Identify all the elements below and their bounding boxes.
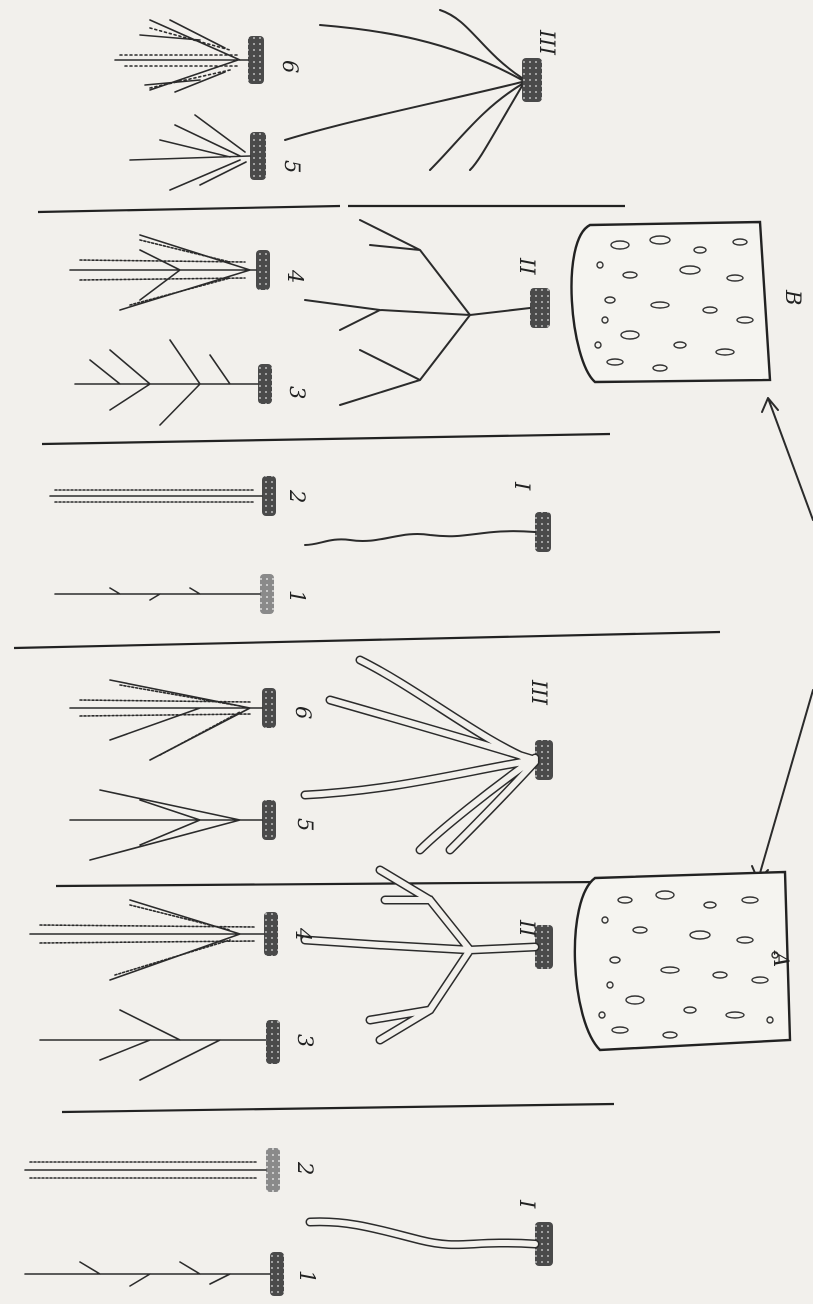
- label-A: A: [769, 950, 793, 967]
- label-II-left: II: [515, 919, 539, 937]
- plant-4-left: [30, 900, 278, 980]
- label-4-right: 4: [283, 269, 307, 283]
- plant-6-right: [115, 20, 264, 92]
- plant-1-right: [55, 574, 274, 614]
- plant-5-left: [70, 790, 276, 860]
- label-3-right: 3: [285, 386, 309, 399]
- label-I-right: I: [510, 481, 534, 491]
- label-5-left: 5: [293, 818, 317, 831]
- label-3-left: 3: [293, 1034, 317, 1047]
- label-1-left: 1: [295, 1270, 319, 1283]
- label-III-right: III: [535, 29, 559, 56]
- label-6-left: 6: [291, 706, 315, 719]
- plant-5-right: [130, 115, 266, 190]
- divider-3: [14, 632, 720, 648]
- divider-4: [56, 882, 600, 886]
- plant-4-right: [70, 235, 270, 310]
- group-II-right: [305, 220, 550, 405]
- plant-2-left: [25, 1148, 280, 1192]
- label-2-right: 2: [285, 489, 309, 503]
- plant-3-left: [40, 1010, 280, 1080]
- label-B: B: [781, 289, 805, 305]
- arrows: [752, 398, 813, 880]
- group-III-left: [305, 660, 553, 850]
- label-1-right: 1: [285, 590, 309, 603]
- divider-2: [42, 434, 610, 444]
- label-2-left: 2: [293, 1161, 317, 1175]
- label-III-left: III: [527, 679, 551, 706]
- plant-6-left: [70, 680, 276, 760]
- group-I-right: [305, 512, 551, 552]
- section-A: [575, 872, 790, 1050]
- label-II-right: II: [515, 257, 539, 275]
- plant-2-right: [50, 476, 276, 516]
- divider-1a: [38, 206, 340, 212]
- label-4-left: 4: [291, 927, 315, 941]
- section-B: [571, 222, 770, 382]
- group-I-left: [310, 1222, 553, 1266]
- label-5-right: 5: [280, 160, 304, 173]
- group-II-left: [305, 870, 553, 1040]
- label-6-right: 6: [278, 60, 302, 73]
- label-I-left: I: [515, 1199, 539, 1209]
- plant-3-right: [75, 340, 272, 425]
- labels: 5 6 III 3 4 II B 1 2 I 5 6 III 3 4 II A …: [278, 29, 805, 1283]
- plant-1-left: [25, 1252, 284, 1296]
- group-III-right: [285, 10, 542, 170]
- divider-5: [62, 1104, 614, 1112]
